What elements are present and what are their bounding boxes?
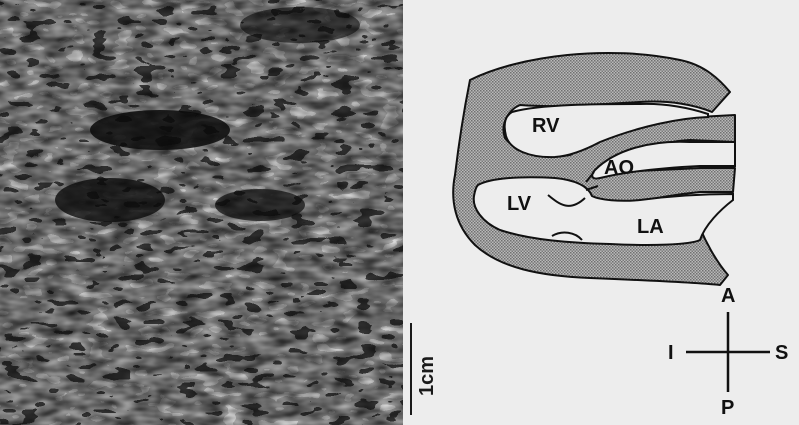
la-label: LA	[637, 216, 664, 238]
ao-label: AO	[604, 157, 634, 179]
rv-label: RV	[532, 115, 560, 137]
lv-label: LV	[507, 193, 532, 215]
heart-schematic: RV AO LV LA A P I S	[403, 0, 799, 425]
superior-label: S	[775, 342, 788, 364]
anterior-label: A	[721, 285, 735, 307]
ultrasound-image	[0, 0, 403, 425]
heart-diagram: RV AO LV LA A P I S	[403, 0, 799, 425]
inferior-label: I	[668, 342, 674, 364]
ultrasound-speckle	[0, 0, 403, 425]
posterior-label: P	[721, 397, 734, 419]
heart-wall	[453, 53, 735, 285]
